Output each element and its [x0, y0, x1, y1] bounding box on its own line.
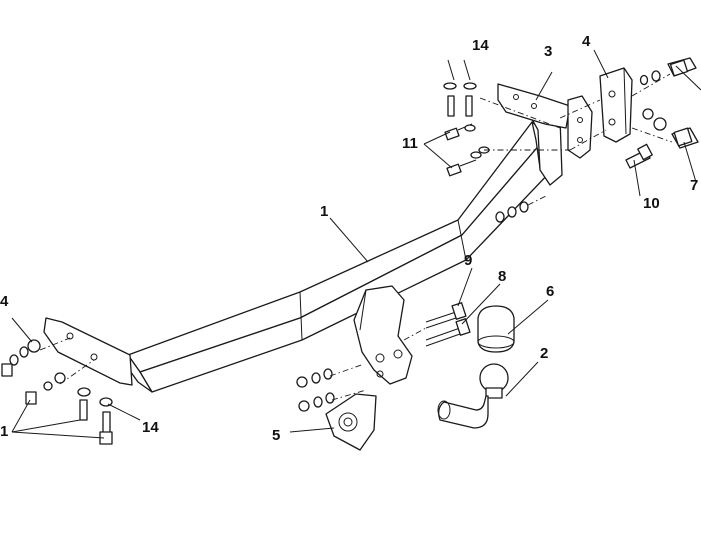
- callout-6: 6: [546, 283, 554, 300]
- towball-cap-part-6: [477, 305, 515, 353]
- callout-labels: 1 3 4 14 11 10 7 9 8 6 2 5 4 1 14: [0, 33, 698, 444]
- left-side-fasteners: [1, 339, 113, 445]
- outer-bracket-plate-part-4: [599, 67, 633, 143]
- bolt-part-10: [625, 143, 653, 169]
- callout-4-left: 4: [0, 293, 9, 310]
- towball-neck-part-2: [437, 363, 509, 429]
- callout-5: 5: [272, 427, 280, 444]
- nut-washer-stack-centre: [296, 368, 335, 412]
- callout-10: 10: [643, 195, 660, 212]
- callout-1: 1: [320, 203, 328, 220]
- callout-4: 4: [582, 33, 591, 50]
- callout-2: 2: [540, 345, 548, 362]
- callout-14-top: 14: [472, 37, 489, 54]
- socket-plate-part-5: [325, 393, 377, 451]
- callout-14-bottom: 14: [142, 419, 159, 436]
- bolts-parts-8-9: [425, 302, 471, 347]
- callout-1-left: 1: [0, 423, 8, 440]
- nut-washer-stack-right: [495, 201, 529, 223]
- callout-8: 8: [498, 268, 506, 285]
- leader-lines: [11, 49, 701, 439]
- callout-11: 11: [402, 135, 418, 152]
- bolts-part-7: [639, 57, 699, 149]
- washers-part-14-top: [443, 82, 477, 132]
- right-mounting-bracket-part-3: [497, 83, 593, 159]
- towball-mounting-bracket: [353, 285, 413, 385]
- callout-3: 3: [544, 43, 552, 60]
- callout-7: 7: [690, 177, 698, 194]
- assembly-guide-lines: [39, 73, 673, 401]
- callout-9: 9: [464, 252, 472, 269]
- left-mounting-bracket: [43, 317, 133, 386]
- crossbar-part-1: [127, 111, 563, 393]
